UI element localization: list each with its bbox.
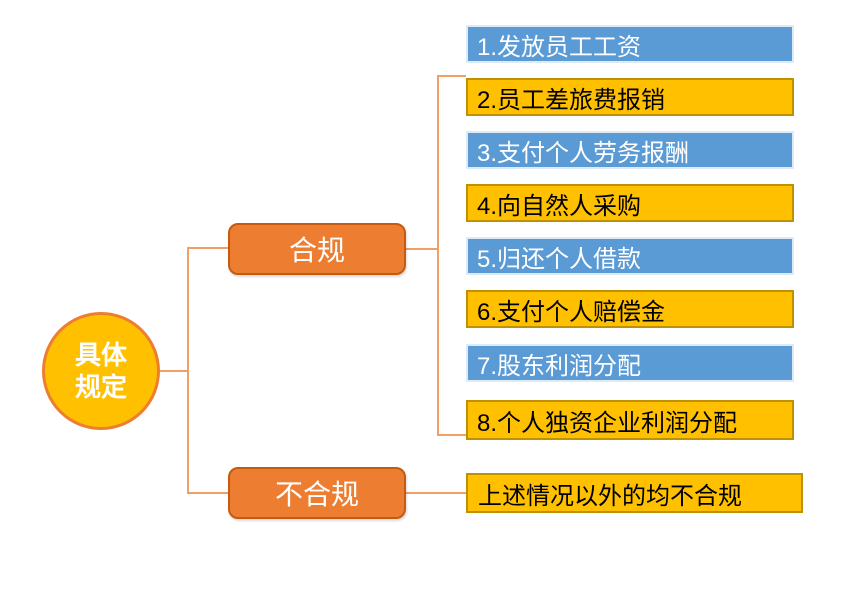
root-node-circle: 具体 规定 — [42, 312, 160, 430]
item-box-3: 3.支付个人劳务报酬 — [466, 131, 794, 169]
noncompliant-result-box: 上述情况以外的均不合规 — [466, 473, 803, 513]
item-label-4: 4.向自然人采购 — [477, 192, 642, 220]
item-label-1: 1.发放员工工资 — [477, 33, 642, 61]
connector-items-vertical — [437, 75, 439, 436]
connector-items-top-stub — [437, 75, 466, 77]
branch-node-compliant: 合规 — [228, 223, 406, 275]
item-box-8: 8.个人独资企业利润分配 — [466, 400, 794, 440]
connector-branch-vertical — [187, 247, 189, 494]
noncompliant-result-label: 上述情况以外的均不合规 — [478, 482, 742, 510]
item-label-8: 8.个人独资企业利润分配 — [477, 409, 738, 437]
item-box-7: 7.股东利润分配 — [466, 344, 794, 382]
item-label-3: 3.支付个人劳务报酬 — [477, 139, 690, 167]
item-box-2: 2.员工差旅费报销 — [466, 78, 794, 116]
item-label-2: 2.员工差旅费报销 — [477, 86, 666, 114]
item-box-5: 5.归还个人借款 — [466, 237, 794, 275]
item-label-7: 7.股东利润分配 — [477, 352, 642, 380]
item-box-6: 6.支付个人赔偿金 — [466, 290, 794, 328]
item-box-1: 1.发放员工工资 — [466, 25, 794, 63]
branch-noncompliant-label: 不合规 — [274, 479, 359, 510]
root-node-label-line1: 具体 — [74, 339, 127, 370]
connector-root-horizontal — [158, 370, 188, 372]
branch-node-noncompliant: 不合规 — [228, 467, 406, 519]
root-node-label-line2: 规定 — [74, 372, 127, 402]
connector-items-bottom-stub — [437, 434, 466, 436]
item-box-4: 4.向自然人采购 — [466, 184, 794, 222]
connector-compliant-horizontal — [406, 248, 439, 250]
connector-to-compliant — [187, 247, 228, 249]
branch-compliant-label: 合规 — [288, 235, 345, 266]
connector-noncompliant-result — [406, 492, 466, 494]
connector-to-noncompliant — [187, 492, 228, 494]
item-label-5: 5.归还个人借款 — [477, 245, 642, 273]
item-label-6: 6.支付个人赔偿金 — [477, 298, 666, 326]
